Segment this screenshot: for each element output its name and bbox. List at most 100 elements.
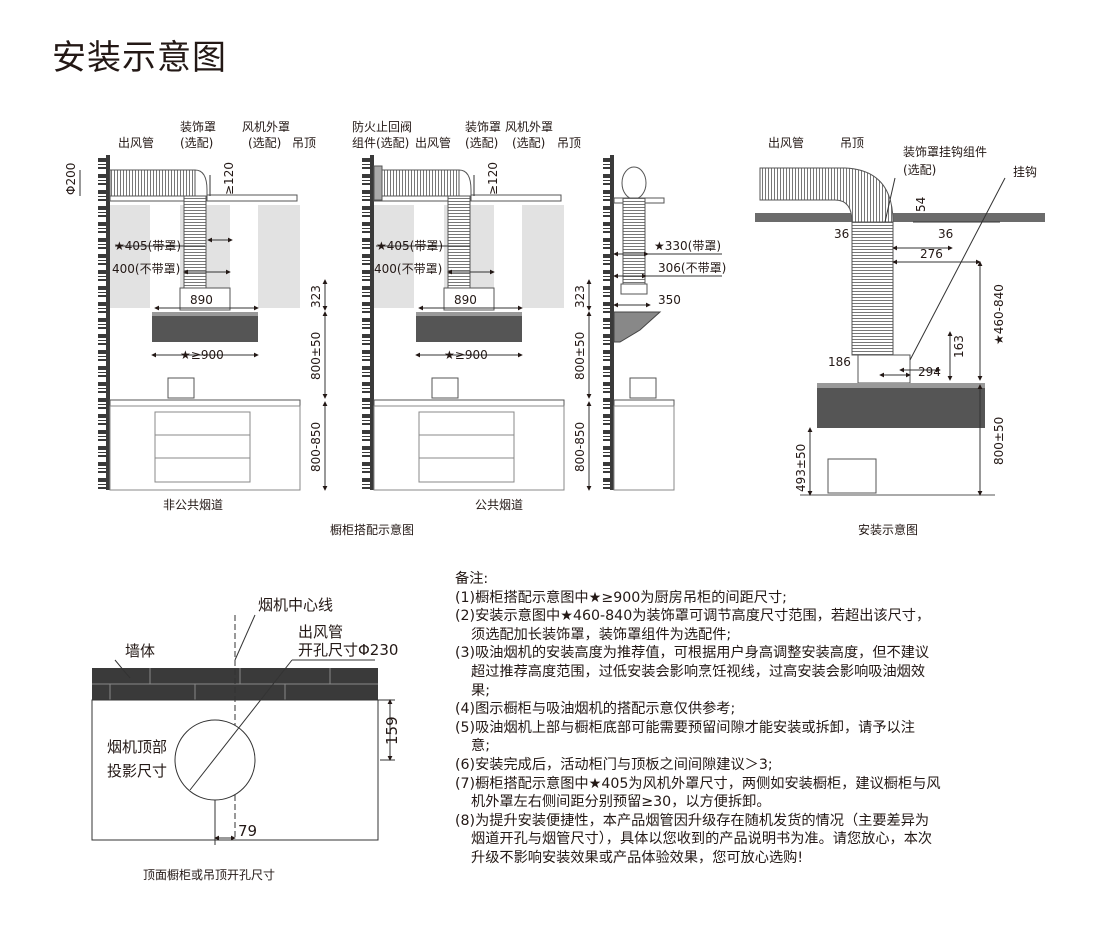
wall [362, 155, 374, 490]
dim-gap: ≥120 [222, 162, 236, 195]
dim-330: ★330(带罩) [654, 239, 721, 253]
label-hole-size: 开孔尺寸Φ230 [298, 641, 398, 659]
dim-phi200: Φ200 [64, 163, 78, 195]
dim-306: 306(不带罩) [658, 261, 726, 275]
note-line: (1)橱柜搭配示意图中★≥900为厨房吊柜的间距尺寸; [455, 589, 787, 606]
notes: 备注: (1)橱柜搭配示意图中★≥900为厨房吊柜的间距尺寸; (2)安装示意图… [455, 570, 1025, 868]
label-centerline: 烟机中心线 [258, 596, 333, 614]
label-deco-cover: 装饰罩 [465, 120, 501, 134]
note-line: 意; [471, 738, 490, 755]
note-line: 烟道开孔与烟管尺寸），具体以您收到的产品说明书为准。请您放心，本次 [471, 831, 933, 848]
dim-800: 800±50 [992, 417, 1006, 465]
note-line: (6)安装完成后，活动柜门与顶板之间间隙建议＞3; [455, 756, 773, 773]
label-outlet: 出风管 [298, 623, 343, 641]
label-projection: 烟机顶部 [107, 738, 167, 756]
fan-cover [857, 354, 911, 384]
duct-vertical [622, 197, 646, 285]
duct-horizontal [109, 169, 196, 197]
label-wall: 墙体 [125, 642, 155, 660]
caption-public: 公共烟道 [475, 498, 523, 512]
dim-54: 54 [914, 197, 928, 212]
dim-890: 890 [190, 293, 213, 307]
hole-diagram: 烟机中心线 墙体 出风管 开孔尺寸Φ230 烟机顶部 投影尺寸 159 79 顶… [91, 596, 401, 882]
note-line: 果; [471, 682, 490, 699]
dim-890: 890 [454, 293, 477, 307]
dim-900: ★≥900 [444, 348, 488, 362]
label-fan-cover: 风机外罩 [242, 120, 290, 134]
fire-valve [373, 165, 383, 201]
public-flue-diagram: 防火止回阀 组件(选配) 出风管 装饰罩 (选配) 风机外罩 (选配) 吊顶 ≥… [352, 119, 592, 512]
dim-163: 163 [952, 335, 966, 358]
label-outlet: 出风管 [415, 135, 451, 150]
dim-400: 400(不带罩) [112, 262, 180, 276]
caption-cabinet-diagram: 橱柜搭配示意图 [330, 522, 414, 537]
note-line: (4)图示橱柜与吸油烟机的搭配示意仅供参考; [455, 701, 736, 718]
dim-850: 800-850 [309, 422, 323, 472]
duct-vertical [851, 221, 894, 356]
label-deco-opt: (选配) [465, 136, 498, 150]
non-public-flue-diagram: 出风管 装饰罩 (选配) 风机外罩 (选配) 吊顶 Φ200 ≥120 ★405… [64, 120, 328, 512]
hole-circle [174, 719, 256, 801]
dim-294: 294 [918, 365, 941, 379]
caption-non-public: 非公共烟道 [163, 498, 223, 512]
dim-159: 159 [383, 716, 401, 745]
pot [629, 377, 657, 399]
ceiling [755, 213, 1045, 222]
dim-186: 186 [828, 355, 851, 369]
pot [827, 458, 877, 494]
notes-heading: 备注: [455, 571, 489, 587]
note-line: (2)安装示意图中★460-840为装饰罩可调节高度尺寸范围，若超出该尺寸， [455, 608, 931, 625]
label-fan-opt: (选配) [248, 136, 281, 150]
label-fire-valve-opt: 组件(选配) [352, 136, 409, 150]
dim-36a: 36 [834, 227, 849, 241]
dim-323: 323 [573, 285, 587, 308]
dim-276: 276 [920, 247, 943, 261]
duct-vertical [447, 195, 471, 289]
range-hood-side [613, 311, 662, 343]
wall [603, 155, 614, 490]
note-line: 升级不影响安装效果或产品体验效果，您可放心选购! [471, 849, 804, 866]
note-line: 须选配加长装饰罩，装饰罩组件为选配件; [471, 626, 732, 643]
duct-vertical [183, 195, 207, 289]
dim-range: ★460-840 [992, 284, 1006, 345]
note-line: 机外罩左右侧间距分别预留≥30，以方便拆卸。 [471, 794, 771, 811]
note-line: (5)吸油烟机上部与橱柜底部可能需要预留间隙才能安装或拆卸，请予以注 [455, 719, 915, 736]
base-cabinet [373, 405, 565, 491]
label-hook-assembly: 装饰罩挂钩组件 [903, 145, 987, 159]
dim-850: 800-850 [573, 422, 587, 472]
label-hook-opt: (选配) [903, 163, 936, 177]
page-title: 安装示意图 [52, 38, 227, 78]
range-hood [152, 312, 258, 342]
side-view-diagram: ★330(带罩) 306(不带罩) 350 [603, 155, 726, 491]
label-projection-size: 投影尺寸 [107, 762, 167, 780]
dim-400: 400(不带罩) [374, 262, 442, 276]
dim-gap: ≥120 [486, 162, 500, 195]
label-fan-cover: 风机外罩 [505, 120, 553, 134]
note-line: 超过推荐高度范围，过低安装会影响烹饪视线，过高安装会影响吸油烟效 [471, 663, 926, 680]
label-fire-valve: 防火止回阀 [352, 119, 412, 134]
dim-493: 493±50 [794, 444, 808, 492]
dim-36b: 36 [938, 227, 953, 241]
dim-800: 800±50 [573, 332, 587, 380]
label-deco-cover: 装饰罩 [180, 120, 216, 134]
label-ceiling: 吊顶 [292, 136, 316, 150]
caption-install-diagram: 安装示意图 [858, 522, 918, 537]
dim-79: 79 [238, 822, 257, 840]
dim-405: ★405(带罩) [376, 239, 443, 253]
label-deco-opt: (选配) [180, 136, 213, 150]
range-hood [817, 383, 985, 428]
wall [98, 155, 110, 490]
label-hook: 挂钩 [1013, 165, 1037, 179]
dim-900: ★≥900 [180, 348, 224, 362]
label-outlet: 出风管 [118, 135, 154, 150]
label-ceiling: 吊顶 [840, 136, 864, 150]
note-line: (8)为提升安装便捷性，本产品烟管因升级存在随机发货的情况（主要差异为 [455, 812, 930, 829]
pot [167, 377, 195, 399]
range-hood [416, 312, 522, 342]
label-fan-opt: (选配) [512, 136, 545, 150]
label-ceiling: 吊顶 [557, 136, 581, 150]
dim-405: ★405(带罩) [114, 239, 181, 253]
pot [431, 377, 459, 399]
